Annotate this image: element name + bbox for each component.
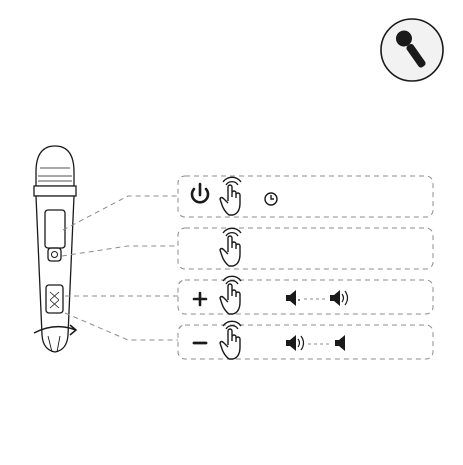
press-hand-icon bbox=[220, 228, 241, 266]
clock-icon bbox=[265, 193, 277, 205]
press-hand-icon bbox=[220, 177, 241, 215]
mic-grille bbox=[36, 146, 74, 186]
leader-lines bbox=[62, 196, 178, 340]
volume-high-icon bbox=[330, 290, 348, 306]
row-volume-up bbox=[178, 280, 433, 314]
row-volume-down bbox=[178, 325, 433, 359]
row-power bbox=[178, 176, 433, 217]
microphone-device bbox=[34, 146, 76, 352]
power-icon bbox=[192, 184, 208, 202]
mic-handle bbox=[36, 196, 74, 352]
row-pair bbox=[178, 228, 433, 269]
plus-icon bbox=[194, 293, 206, 305]
microphone-badge bbox=[381, 19, 443, 81]
volume-low-icon bbox=[286, 290, 300, 306]
press-hand-icon bbox=[220, 321, 241, 359]
press-hand-icon bbox=[220, 276, 241, 314]
volume-high-icon bbox=[286, 335, 304, 351]
control-rows bbox=[178, 176, 433, 359]
volume-low-icon bbox=[335, 335, 345, 351]
mic-ring bbox=[34, 186, 76, 196]
